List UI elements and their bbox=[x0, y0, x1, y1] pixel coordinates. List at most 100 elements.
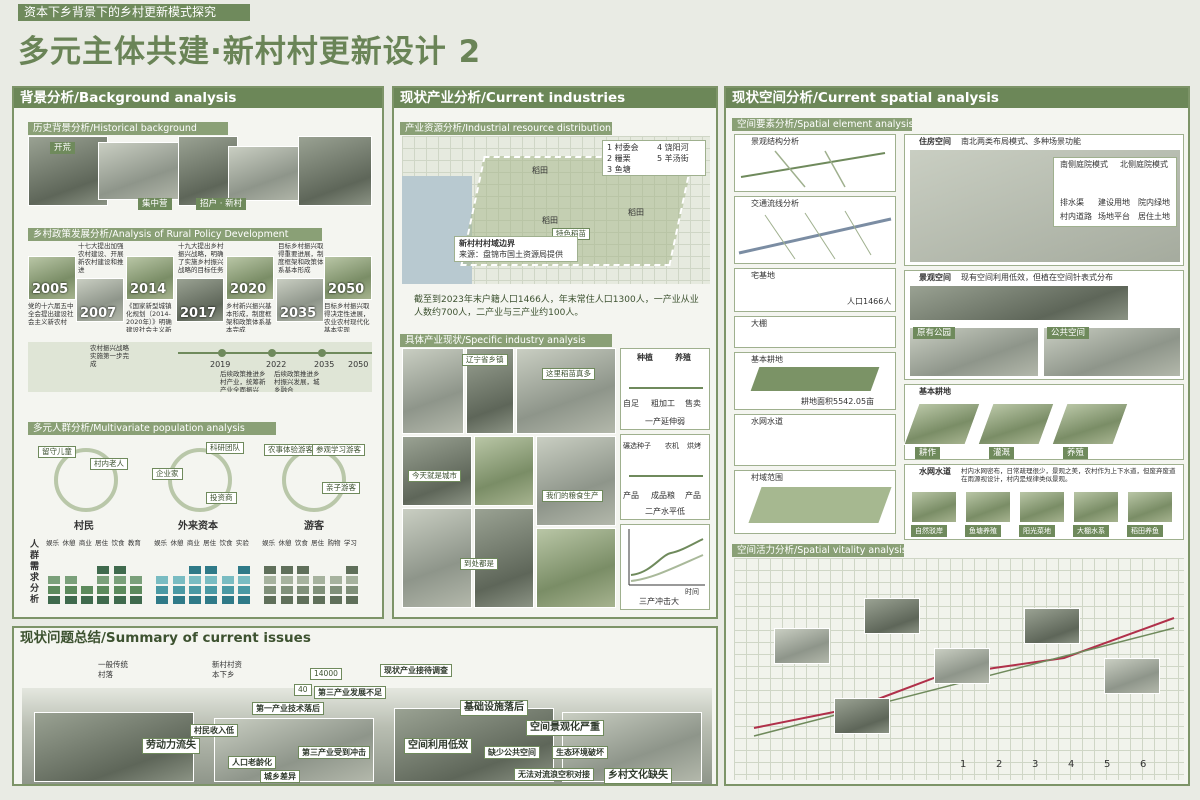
needs-bar-segment bbox=[97, 566, 110, 574]
river-band bbox=[402, 176, 472, 284]
chain-node: 碾选种子 bbox=[623, 442, 651, 450]
timeline-year: 2050 bbox=[348, 360, 369, 369]
card-title: 大棚 bbox=[751, 319, 767, 328]
needs-bar-segment bbox=[205, 586, 218, 594]
vitality-photo bbox=[834, 698, 890, 734]
industry-photo bbox=[536, 528, 616, 608]
needs-bar-segment bbox=[156, 596, 169, 604]
housing-card: 住房空间 南北两类布局模式、多种场景功能 南侧庭院模式 北侧庭院模式 排水渠 建… bbox=[904, 134, 1184, 266]
needs-bar-segment bbox=[188, 576, 201, 584]
card-title: 水网水道 bbox=[919, 467, 951, 476]
spatial-title: 现状空间分析/Current spatial analysis bbox=[726, 88, 1188, 108]
needs-bar-segment bbox=[129, 576, 142, 584]
issues-title: 现状问题总结/Summary of current issues bbox=[20, 630, 311, 646]
needs-bar-segment bbox=[113, 596, 126, 604]
water-text: 村内水网密布，日常疏理很少，景观之美，农村作为上下水道，但废弃废道在雨源视设计，… bbox=[961, 467, 1176, 483]
page-title: 多元主体共建·新村村更新设计 2 bbox=[18, 34, 482, 70]
policy-photo bbox=[76, 278, 124, 322]
issue-tag: 第三产业发展不足 bbox=[314, 686, 386, 699]
group-name: 外来资本 bbox=[178, 521, 218, 532]
needs-bar-segment bbox=[280, 586, 293, 594]
water-card: 水网水道 村内水网密布，日常疏理很少，景观之美，农村作为上下水道，但废弃废道在雨… bbox=[904, 464, 1184, 540]
needs-bar-segment bbox=[237, 576, 250, 584]
needs-bar-segment bbox=[188, 566, 201, 574]
group-capital: 科研团队 企业家 投资商 外来资本 bbox=[152, 442, 248, 532]
history-label: 招户 · 新村 bbox=[196, 198, 247, 210]
needs-bar-segment bbox=[64, 586, 77, 594]
needs-bar-segment bbox=[80, 586, 93, 594]
farmland-item: 灌溉 bbox=[989, 447, 1015, 459]
card-title: 景观结构分析 bbox=[751, 137, 799, 146]
vitality-number: 2 bbox=[996, 759, 1003, 770]
policy-year: 2017 bbox=[180, 306, 217, 321]
needs-bar-segment bbox=[156, 586, 169, 594]
needs-bar-segment bbox=[172, 596, 185, 604]
vitality-photo bbox=[774, 628, 830, 664]
card-title: 基本耕地 bbox=[751, 355, 783, 364]
policy-note: 乡村新兴振兴基本形成，制度框架和政策体系基本完成 bbox=[226, 302, 272, 332]
farmland-item: 耕作 bbox=[915, 447, 941, 459]
needs-bar-segment bbox=[296, 566, 309, 574]
card-title: 交通流线分析 bbox=[751, 199, 799, 208]
card-title: 景观空间 bbox=[919, 273, 951, 282]
group-tag: 投资商 bbox=[206, 492, 237, 504]
chain-tertiary: 时间 三产冲击大 bbox=[620, 524, 710, 610]
policy-timeline: 2019 2022 2035 2050 农村振兴战略实施第一步完成 后续政策推进… bbox=[28, 342, 372, 392]
specific-title: 具体产业现状/Specific industry analysis bbox=[400, 334, 612, 347]
legend-item: 建设用地 bbox=[1098, 198, 1130, 207]
speech-bubble: 到处都是 bbox=[460, 558, 498, 570]
needs-category: 饮食 bbox=[111, 539, 125, 547]
industry-stats: 截至到2023年末户籍人口1466人，年末常住人口1300人，一产业从业人数约7… bbox=[414, 295, 699, 318]
legend-item: 5 羊汤街 bbox=[657, 154, 689, 163]
needs-bar-segment bbox=[280, 576, 293, 584]
needs-category: 购物 bbox=[327, 539, 341, 547]
source-label: 来源：盘锦市国土资源局提供 bbox=[459, 250, 563, 259]
issue-tag: 城乡差异 bbox=[260, 770, 300, 783]
vitality-number: 4 bbox=[1068, 759, 1075, 770]
group-tag: 亲子游客 bbox=[322, 482, 360, 494]
legend-item: 村内道路 bbox=[1060, 212, 1092, 221]
policy-note: 《国家新型城镇化规划（2014-2020年）》明确建设社会主义新农村 bbox=[126, 302, 172, 332]
vitality-photo bbox=[1104, 658, 1160, 694]
farmland-iso bbox=[1051, 403, 1129, 445]
chain-node: 产品 bbox=[685, 491, 701, 500]
chain-node: 自足 bbox=[623, 399, 639, 408]
industry-photo bbox=[474, 436, 534, 506]
issue-tag: 第三产业受到冲击 bbox=[298, 746, 370, 759]
needs-bars-3 bbox=[262, 552, 360, 604]
element-title: 空间要素分析/Spatial element analysis bbox=[732, 118, 912, 131]
needs-category: 娱乐 bbox=[46, 539, 60, 547]
needs-bar-segment bbox=[188, 596, 201, 604]
industry-panel: 现状产业分析/Current industries 产业资源分析/Industr… bbox=[392, 86, 718, 619]
policy-year: 2007 bbox=[80, 306, 117, 321]
card-title: 住房空间 bbox=[919, 137, 951, 146]
needs-bar-segment bbox=[172, 586, 185, 594]
needs-category: 居住 bbox=[311, 539, 325, 547]
history-label: 开荒 bbox=[50, 142, 76, 154]
vitality-number: 3 bbox=[1032, 759, 1039, 770]
map-label: 稻田 bbox=[628, 208, 644, 217]
chain-secondary: 碾选种子 农机 烘烤 产品 成品粮 产品 二产水平低 bbox=[620, 434, 710, 520]
needs-bar-segment bbox=[264, 576, 277, 584]
farmland-card: 基本耕地 耕作 灌溉 养殖 bbox=[903, 384, 1184, 460]
issue-tag: 缺少公共空间 bbox=[484, 746, 540, 759]
needs-bar-segment bbox=[264, 596, 277, 604]
needs-bar-segment bbox=[205, 596, 218, 604]
policy-year: 2050 bbox=[328, 282, 365, 297]
housing-legend: 南侧庭院模式 北侧庭院模式 排水渠 建设用地 院内绿地 村内道路 场地平台 居住… bbox=[1053, 157, 1177, 227]
group-villagers: 留守儿童 村内老人 村民 bbox=[38, 442, 134, 532]
needs-category: 居住 bbox=[95, 539, 109, 547]
chain-caption: 三产冲击大 bbox=[639, 597, 679, 606]
card-title: 水网水道 bbox=[751, 417, 783, 426]
policy-note: 后续政策推进乡村振兴发展，城乡融合 bbox=[274, 370, 320, 392]
needs-bar-segment bbox=[280, 566, 293, 574]
farmland-note: 耕地面积5542.05亩 bbox=[801, 397, 875, 406]
needs-category: 商业 bbox=[78, 539, 92, 547]
needs-bar-segment bbox=[264, 586, 277, 594]
count-badge: 40 bbox=[294, 684, 312, 696]
population-note: 人口1466人 bbox=[847, 297, 892, 306]
policy-year: 2014 bbox=[130, 282, 167, 297]
issue-tag: 空间景观化严重 bbox=[526, 720, 604, 736]
water-photo bbox=[911, 491, 957, 523]
card-title: 基本耕地 bbox=[919, 387, 951, 396]
